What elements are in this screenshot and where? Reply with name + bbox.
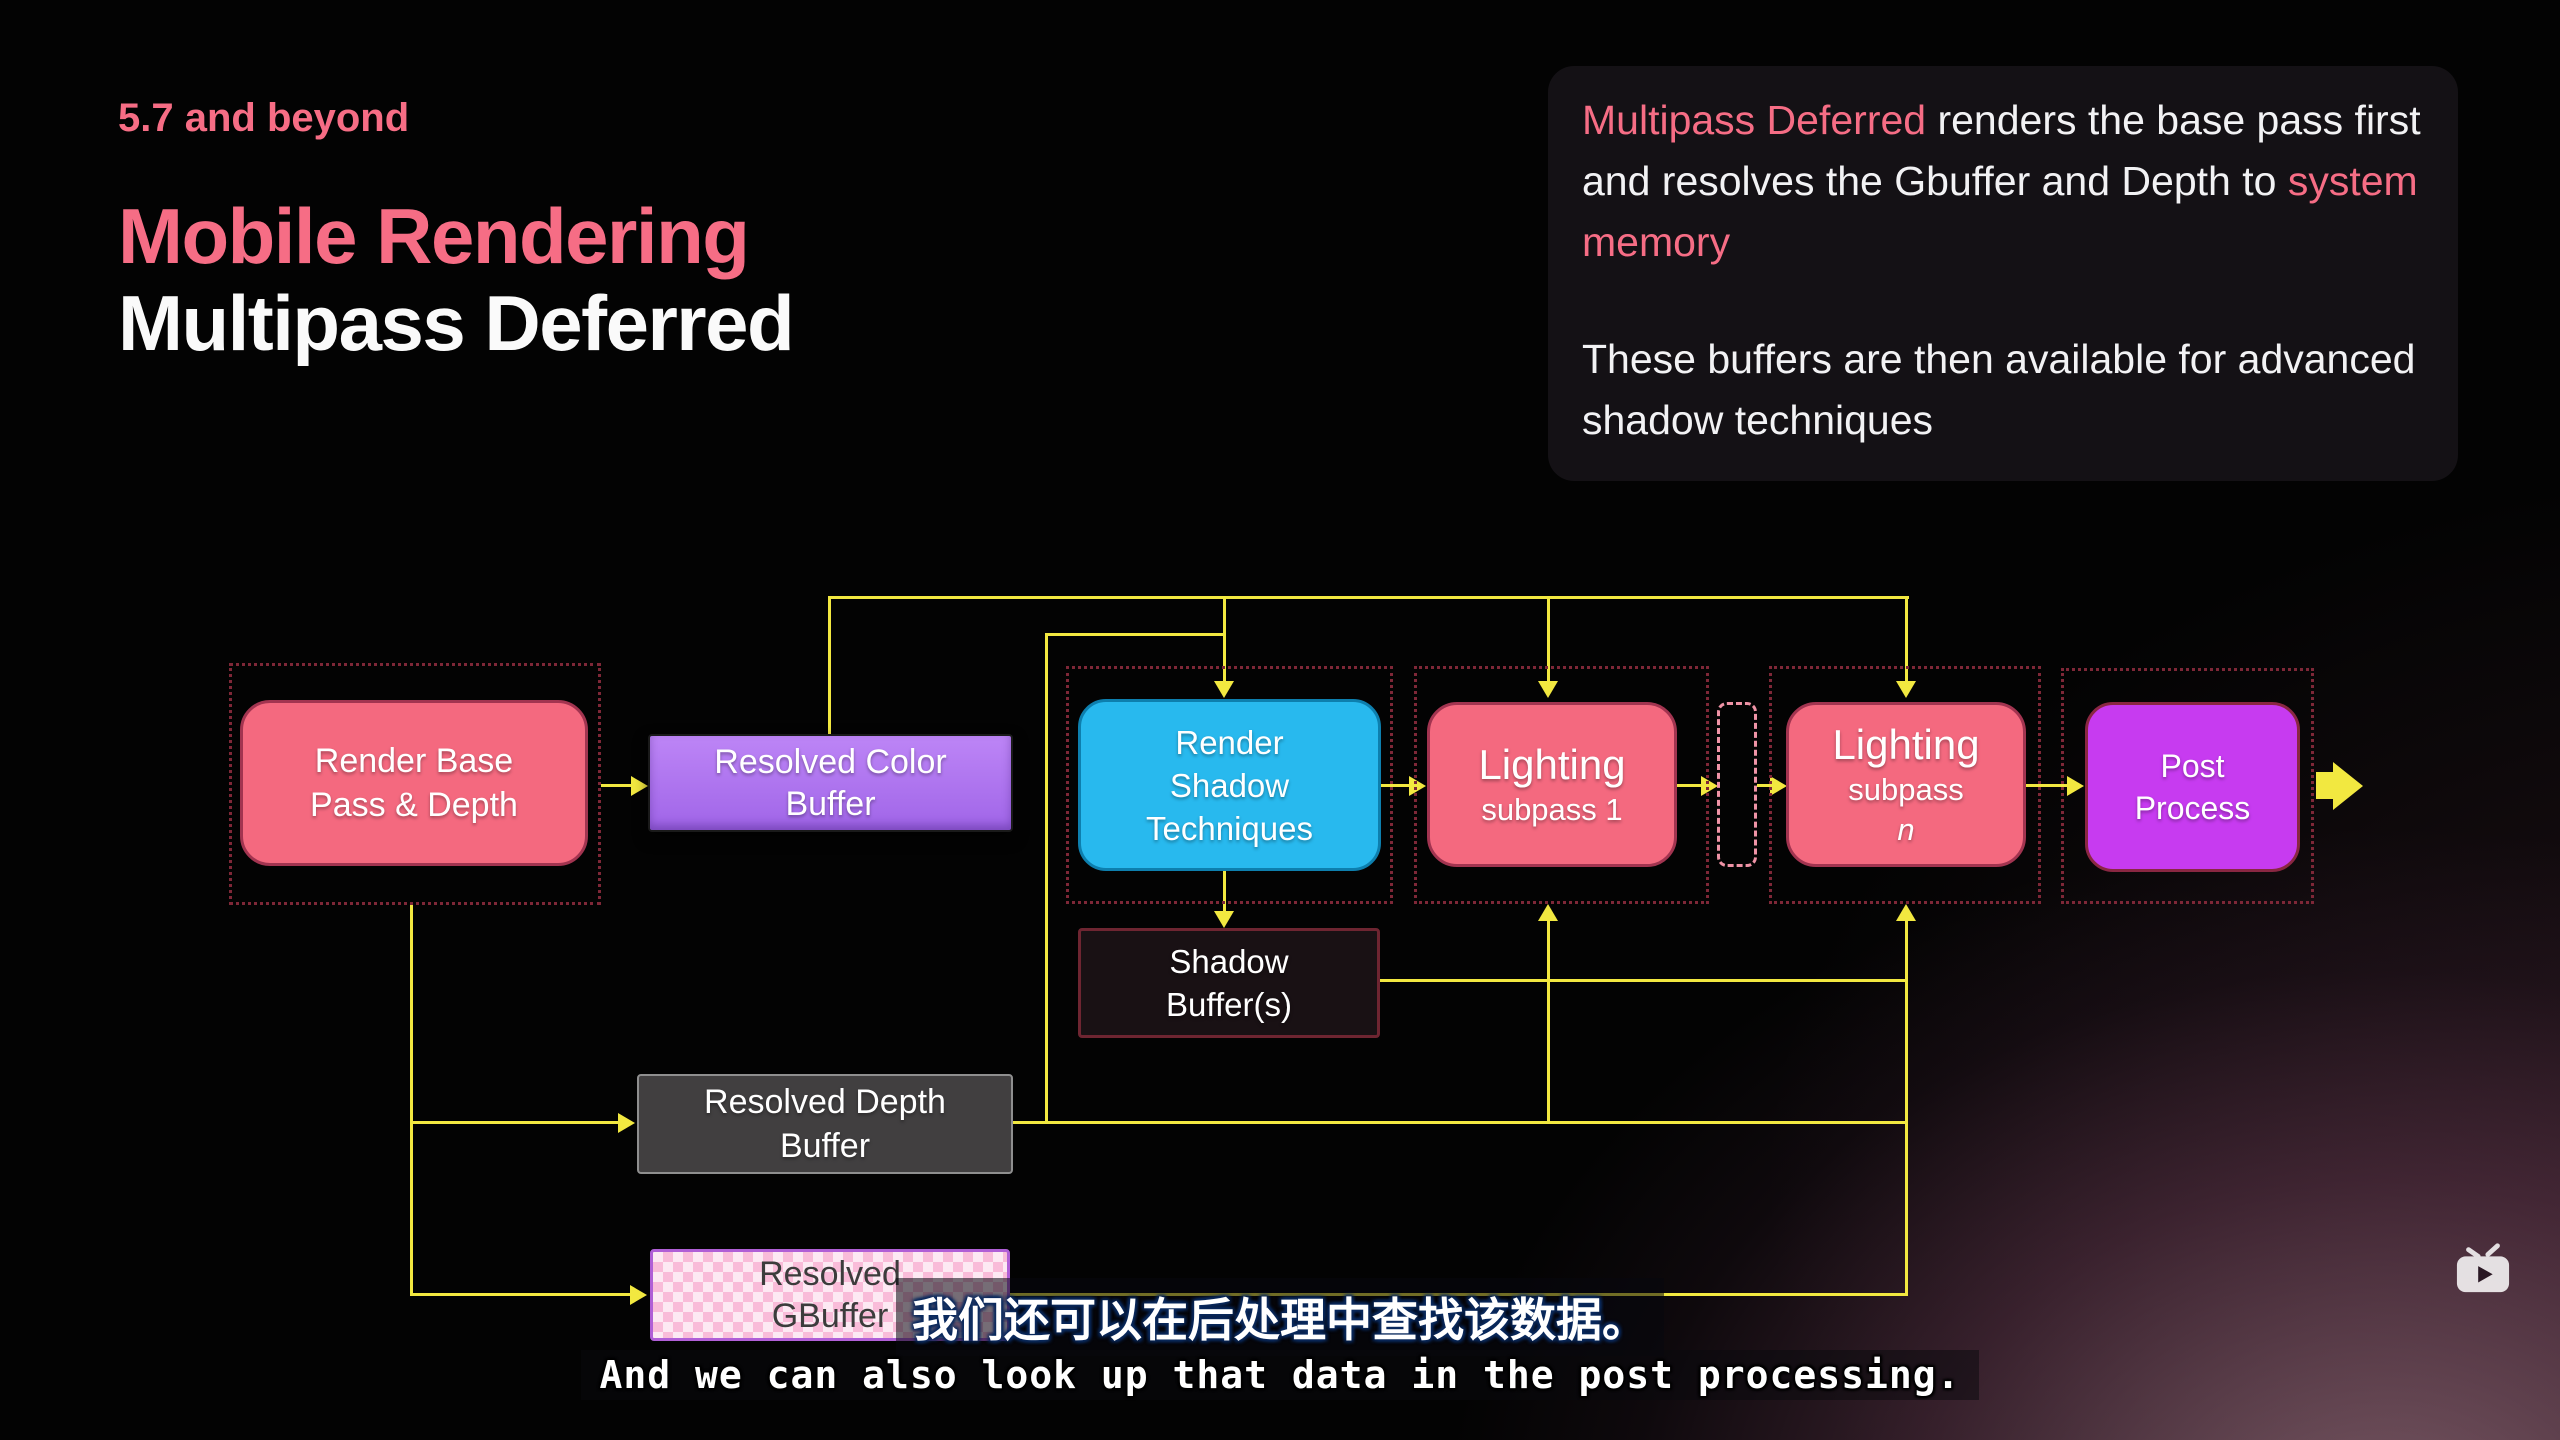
- arrowhead: [1538, 904, 1558, 921]
- dotted-region-render-base: [229, 663, 601, 905]
- node-label: Post: [2160, 748, 2225, 784]
- arrowhead: [630, 1285, 647, 1305]
- flow-line: [410, 1121, 620, 1124]
- arrowhead: [2067, 776, 2084, 796]
- node-label: Lighting: [1478, 740, 1626, 788]
- flow-line: [1547, 919, 1550, 1123]
- flow-line: [2316, 772, 2334, 799]
- header: 5.7 and beyond Mobile Rendering Multipas…: [118, 96, 795, 368]
- dotted-region-post-process: [2061, 668, 2314, 904]
- node-post-process: Post Process: [2085, 702, 2300, 872]
- page-subtitle: Multipass Deferred: [118, 279, 795, 368]
- flow-line: [828, 596, 1909, 599]
- arrowhead: [1409, 776, 1426, 796]
- arrowhead: [631, 776, 648, 796]
- node-label: Lighting: [1832, 720, 1980, 768]
- arrowhead: [1896, 904, 1916, 921]
- flow-line: [1223, 871, 1226, 913]
- node-label: Resolved Depth: [704, 1083, 946, 1121]
- node-sublabel-variable: n: [1897, 811, 1915, 847]
- arrowhead: [1214, 911, 1234, 928]
- subtitle-english-row: And we can also look up that data in the…: [0, 1350, 2560, 1400]
- node-sublabel: subpass n: [1848, 770, 1963, 850]
- info-highlight-2: system memory: [1582, 158, 2418, 265]
- node-shadow-buffers: Shadow Buffer(s): [1078, 928, 1380, 1038]
- flow-line: [601, 784, 633, 787]
- node-label: Render Base: [314, 742, 514, 780]
- flow-line: [1013, 1121, 1908, 1124]
- flow-line: [1381, 784, 1411, 787]
- node-sublabel-text: subpass: [1848, 771, 1964, 807]
- flow-line: [1223, 596, 1226, 682]
- info-body-1: renders the base pass first and resolves…: [1582, 97, 2421, 204]
- node-label: Pass & Depth: [310, 786, 518, 824]
- node-label: Resolved Color: [714, 743, 947, 781]
- flow-line: [1905, 919, 1908, 1296]
- flow-line: [2026, 784, 2069, 787]
- arrowhead: [618, 1113, 635, 1133]
- arrowhead: [2333, 762, 2363, 810]
- info-paragraph-2: These buffers are then available for adv…: [1582, 336, 2416, 443]
- arrowhead: [1538, 681, 1558, 698]
- node-lighting-subpass-n: Lighting subpass n: [1786, 702, 2026, 867]
- node-resolved-color-buffer: Resolved Color Buffer: [648, 734, 1013, 832]
- node-label: Process: [2134, 790, 2251, 826]
- lighting-subpass-ellipsis: [1717, 702, 1757, 867]
- arrowhead: [1701, 776, 1718, 796]
- tv-play-icon: [2452, 1240, 2514, 1301]
- info-highlight-1: Multipass Deferred: [1582, 97, 1927, 143]
- flow-line: [1380, 979, 1908, 982]
- node-label: Shadow: [1169, 943, 1289, 980]
- node-label: Techniques: [1146, 809, 1313, 847]
- page-title: Mobile Rendering: [118, 192, 750, 280]
- node-resolved-depth-buffer: Resolved Depth Buffer: [637, 1074, 1013, 1174]
- subtitle-chinese: 我们还可以在后处理中查找该数据。: [896, 1278, 1664, 1356]
- arrowhead: [1896, 681, 1916, 698]
- node-label: Resolved: [759, 1255, 901, 1293]
- node-label: Buffer: [785, 785, 876, 823]
- flow-line: [1045, 633, 1048, 1124]
- flow-line: [1677, 784, 1703, 787]
- subtitle-english: And we can also look up that data in the…: [581, 1350, 1979, 1400]
- arrowhead: [1214, 681, 1234, 698]
- flow-line: [1905, 596, 1908, 682]
- flow-line: [410, 1293, 632, 1296]
- flow-line: [1045, 633, 1226, 636]
- subtitle-chinese-row: 我们还可以在后处理中查找该数据。: [0, 1278, 2560, 1356]
- node-label: GBuffer: [771, 1297, 889, 1335]
- flow-line: [828, 596, 831, 736]
- info-panel: Multipass Deferred renders the base pass…: [1548, 66, 2458, 481]
- node-render-base-pass: Render Base Pass & Depth: [240, 700, 588, 866]
- flow-line: [1757, 784, 1772, 787]
- node-label: Render: [1175, 723, 1284, 761]
- node-label: Shadow: [1169, 766, 1290, 804]
- arrowhead: [1770, 776, 1787, 796]
- flow-line: [410, 905, 413, 1296]
- node-label: Buffer(s): [1166, 986, 1292, 1023]
- dotted-region-lighting-1: [1414, 666, 1709, 904]
- info-paragraph-1: Multipass Deferred renders the base pass…: [1582, 90, 2424, 273]
- node-sublabel: subpass 1: [1481, 791, 1623, 827]
- kicker-label: 5.7 and beyond: [118, 96, 410, 140]
- node-label: Buffer: [779, 1127, 871, 1165]
- node-render-shadow-techniques: Render Shadow Techniques: [1078, 699, 1381, 871]
- flow-line: [1547, 596, 1550, 682]
- dotted-region-render-shadow: [1066, 666, 1393, 904]
- dotted-region-lighting-n: [1769, 666, 2041, 904]
- node-lighting-subpass-1: Lighting subpass 1: [1427, 702, 1677, 867]
